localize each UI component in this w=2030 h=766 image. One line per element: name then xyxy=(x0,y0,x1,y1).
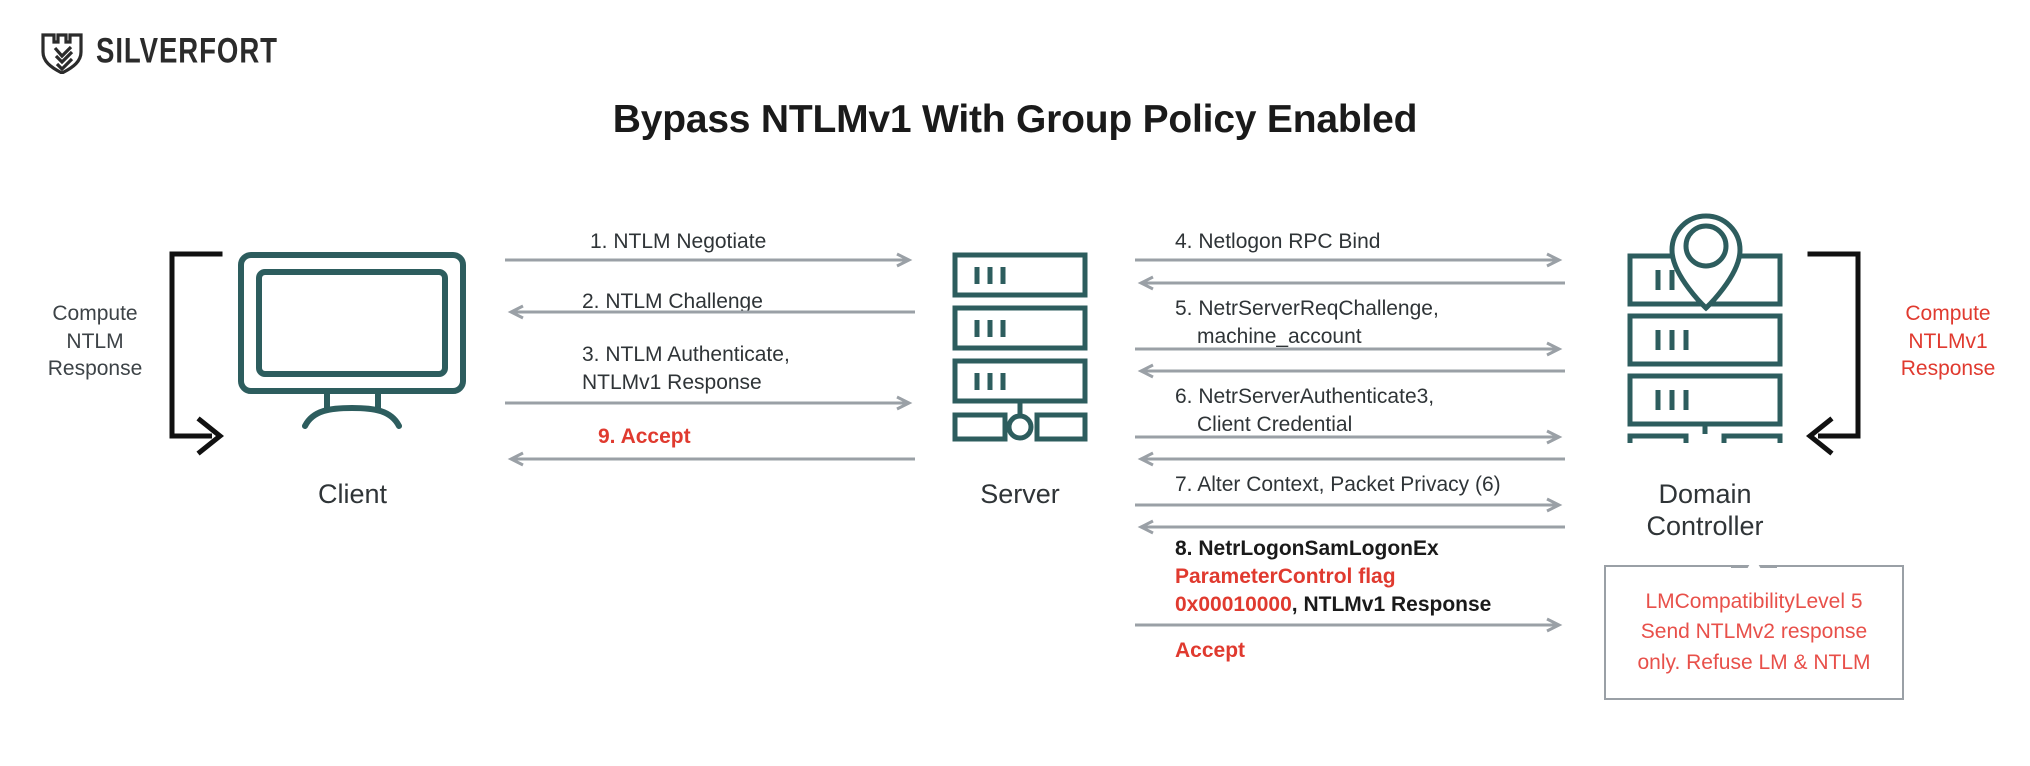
callout-text: LMCompatibilityLevel 5 Send NTLMv2 respo… xyxy=(1637,587,1870,678)
message-7-arrow-left xyxy=(1135,519,1565,535)
silverfort-logo: SILVERFORT xyxy=(40,31,294,75)
message-9-label: 9. Accept xyxy=(598,425,691,448)
message-6-line-1: 6. NetrServerAuthenticate3, xyxy=(1175,385,1435,408)
server-rack-icon xyxy=(945,252,1095,447)
message-3-line-2: NTLMv1 Response xyxy=(582,370,762,394)
message-8-response-text: , NTLMv1 Response xyxy=(1291,592,1492,616)
message-5-arrow-left xyxy=(1135,363,1565,379)
message-8-arrow-right xyxy=(1135,617,1565,633)
message-3-line-1: 3. NTLM Authenticate, xyxy=(582,343,790,366)
message-5-line-2: machine_account xyxy=(1197,324,1362,348)
message-8-line-1: 8. NetrLogonSamLogonEx xyxy=(1175,537,1439,560)
client-label: Client xyxy=(317,479,388,509)
message-4-arrow-left xyxy=(1135,275,1565,291)
message-8-label: 8. NetrLogonSamLogonEx ParameterControl … xyxy=(1175,535,1491,619)
callout-line-1: LMCompatibilityLevel 5 xyxy=(1645,589,1863,613)
message-8-flag-value: 0x00010000 xyxy=(1175,592,1292,616)
brand-name: SILVERFORT xyxy=(96,31,278,71)
message-2-label: 2. NTLM Challenge xyxy=(582,290,763,313)
dc-compute-note: Compute NTLMv1 Response xyxy=(1868,300,2028,383)
message-6-line-2: Client Credential xyxy=(1197,412,1353,436)
callout-line-3: only. Refuse LM & NTLM xyxy=(1637,650,1871,674)
dc-label-line-2: Controller xyxy=(1646,511,1764,542)
silverfort-shield-icon xyxy=(40,32,83,75)
dc-compute-note-line-2: NTLMv1 xyxy=(1908,329,1988,353)
message-8-line-2-red: ParameterControl flag xyxy=(1175,564,1396,588)
message-4-label: 4. Netlogon RPC Bind xyxy=(1175,230,1381,253)
message-5-arrow-right xyxy=(1135,341,1565,357)
lmcompatibility-callout: LMCompatibilityLevel 5 Send NTLMv2 respo… xyxy=(1604,553,1904,700)
client-compute-bracket xyxy=(160,250,230,465)
message-9-arrow-left xyxy=(505,451,915,467)
message-6-arrow-left xyxy=(1135,451,1565,467)
callout-notch-icon xyxy=(1731,553,1777,588)
message-3-label: 3. NTLM Authenticate, NTLMv1 Response xyxy=(582,341,790,397)
dc-compute-bracket xyxy=(1800,250,1870,465)
message-7-arrow-right xyxy=(1135,497,1565,513)
message-2-arrow-left xyxy=(505,304,915,320)
dc-compute-note-line-1: Compute xyxy=(1905,302,1991,325)
message-6-arrow-right xyxy=(1135,429,1565,445)
dc-compute-note-line-3: Response xyxy=(1900,357,1996,381)
domain-controller-label: Domain Controller xyxy=(1600,478,1810,543)
dc-label-line-1: Domain xyxy=(1658,479,1752,509)
message-5-label: 5. NetrServerReqChallenge, machine_accou… xyxy=(1175,295,1439,351)
message-1-label: 1. NTLM Negotiate xyxy=(590,230,767,253)
compute-note-line-2: NTLM xyxy=(66,329,124,353)
message-1-arrow-right xyxy=(505,252,915,268)
client-compute-note: Compute NTLM Response xyxy=(30,300,160,383)
domain-controller-icon xyxy=(1610,188,1800,461)
message-7-label: 7. Alter Context, Packet Privacy (6) xyxy=(1175,473,1501,496)
monitor-icon xyxy=(235,250,470,435)
server-label: Server xyxy=(980,479,1060,509)
message-5-line-1: 5. NetrServerReqChallenge, xyxy=(1175,297,1439,320)
message-6-label: 6. NetrServerAuthenticate3, Client Crede… xyxy=(1175,383,1434,439)
message-4-arrow-right xyxy=(1135,252,1565,268)
page-title: Bypass NTLMv1 With Group Policy Enabled xyxy=(612,98,1418,141)
callout-line-2: Send NTLMv2 response xyxy=(1640,620,1868,644)
message-accept-label: Accept xyxy=(1175,639,1246,662)
compute-note-line-1: Compute xyxy=(52,302,138,325)
message-8-line-3: 0x00010000, NTLMv1 Response xyxy=(1175,591,1491,619)
message-3-arrow-right xyxy=(505,395,915,411)
compute-note-line-3: Response xyxy=(47,357,143,381)
